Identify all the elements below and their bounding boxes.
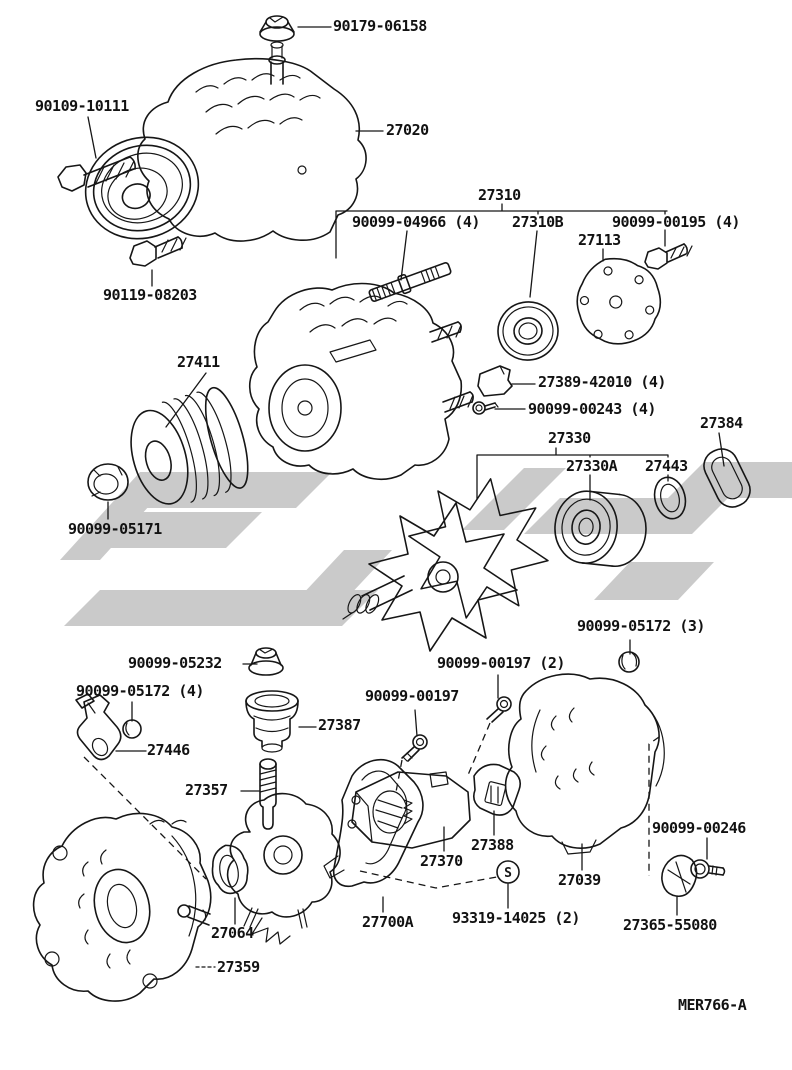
- nut-05232: [248, 647, 284, 676]
- part-label-27389-42010: 27389-42010 (4): [538, 373, 666, 391]
- part-label-90099-00243: 90099-00243 (4): [528, 400, 656, 418]
- cover-27384: [703, 448, 751, 508]
- part-label-27411: 27411: [177, 353, 220, 371]
- retainer-plate-27113: [576, 257, 662, 345]
- screw-00197-a: [401, 734, 428, 762]
- bearing-27310B: [497, 301, 559, 361]
- leader-lines: [87, 26, 725, 968]
- part-label-90099-05172-4: 90099-05172 (4): [76, 682, 204, 700]
- part-label-90099-00197: 90099-00197: [365, 687, 459, 705]
- part-label-27443: 27443: [645, 457, 688, 475]
- screw-00243: [472, 401, 499, 415]
- terminal-27446: [75, 693, 122, 761]
- rotor: [342, 478, 549, 652]
- part-label-93319-14025: 93319-14025 (2): [452, 909, 580, 927]
- clamp-27365: [661, 854, 698, 898]
- part-label-27370: 27370: [420, 852, 463, 870]
- part-label-27388: 27388: [471, 836, 514, 854]
- part-label-27384: 27384: [700, 414, 743, 432]
- part-label-90099-05172-3: 90099-05172 (3): [577, 617, 705, 635]
- bolt-90109: [57, 156, 136, 192]
- holder-frame: [226, 792, 341, 945]
- part-label-27064: 27064: [211, 924, 254, 942]
- part-label-27330A: 27330A: [566, 457, 618, 475]
- part-label-27357: 27357: [185, 781, 228, 799]
- substitution-symbol-icon: S: [496, 860, 520, 884]
- part-label-90099-05232: 90099-05232: [128, 654, 222, 672]
- part-label-90099-04966: 90099-04966 (4): [352, 213, 480, 231]
- part-label-27330: 27330: [548, 429, 591, 447]
- regulator-27370: [351, 771, 471, 849]
- part-label-90109-10111: 90109-10111: [35, 97, 129, 115]
- part-label-90179-06158: 90179-06158: [333, 17, 427, 35]
- bolt-00246: [690, 859, 726, 879]
- dashed-guides: [83, 722, 660, 889]
- part-label-90099-00197-2: 90099-00197 (2): [437, 654, 565, 672]
- stud-27357: [259, 758, 277, 830]
- figure-code: MER766-A: [678, 996, 747, 1014]
- bearing-27330A: [554, 490, 647, 567]
- part-label-27113: 27113: [578, 231, 621, 249]
- bolt-90119: [129, 236, 187, 267]
- part-label-27310B: 27310B: [512, 213, 564, 231]
- rear-cover-27039: [504, 673, 665, 855]
- alternator-assembly-27020: [84, 41, 367, 242]
- part-label-90099-00195: 90099-00195 (4): [612, 213, 740, 231]
- part-label-27310: 27310: [478, 186, 521, 204]
- part-label-90119-08203: 90119-08203: [103, 286, 197, 304]
- part-label-27387: 27387: [318, 716, 361, 734]
- part-label-90099-05171: 90099-05171: [68, 520, 162, 538]
- part-label-27365-55080: 27365-55080: [623, 916, 717, 934]
- alternator-body-27310: [248, 282, 474, 481]
- part-label-27359: 27359: [217, 958, 260, 976]
- substitution-symbol-letter: S: [504, 866, 512, 881]
- nut-05172-4: [122, 719, 142, 739]
- diagram-line-art: S: [32, 15, 751, 1002]
- pulley-27411: [130, 386, 249, 505]
- part-label-27020: 27020: [386, 121, 429, 139]
- part-label-90099-00246: 90099-00246: [652, 819, 746, 837]
- insulator-27389: [477, 365, 513, 397]
- gasket-27064: [211, 844, 249, 895]
- nut-90179: [259, 15, 295, 42]
- rear-housing-27359: [32, 812, 212, 1002]
- rectifier-27700A: [323, 758, 424, 888]
- ring-27443: [653, 476, 687, 520]
- part-label-27039: 27039: [558, 871, 601, 889]
- part-label-27700A: 27700A: [362, 913, 414, 931]
- nut-05171: [87, 463, 129, 501]
- insulator-27387: [245, 690, 299, 753]
- bolt-00195: [644, 243, 693, 270]
- part-label-27446: 27446: [147, 741, 190, 759]
- nut-05172-3: [618, 651, 640, 673]
- watermark: [60, 462, 792, 626]
- stud-bolt-04966: [368, 262, 452, 302]
- screw-00197-b: [486, 696, 512, 723]
